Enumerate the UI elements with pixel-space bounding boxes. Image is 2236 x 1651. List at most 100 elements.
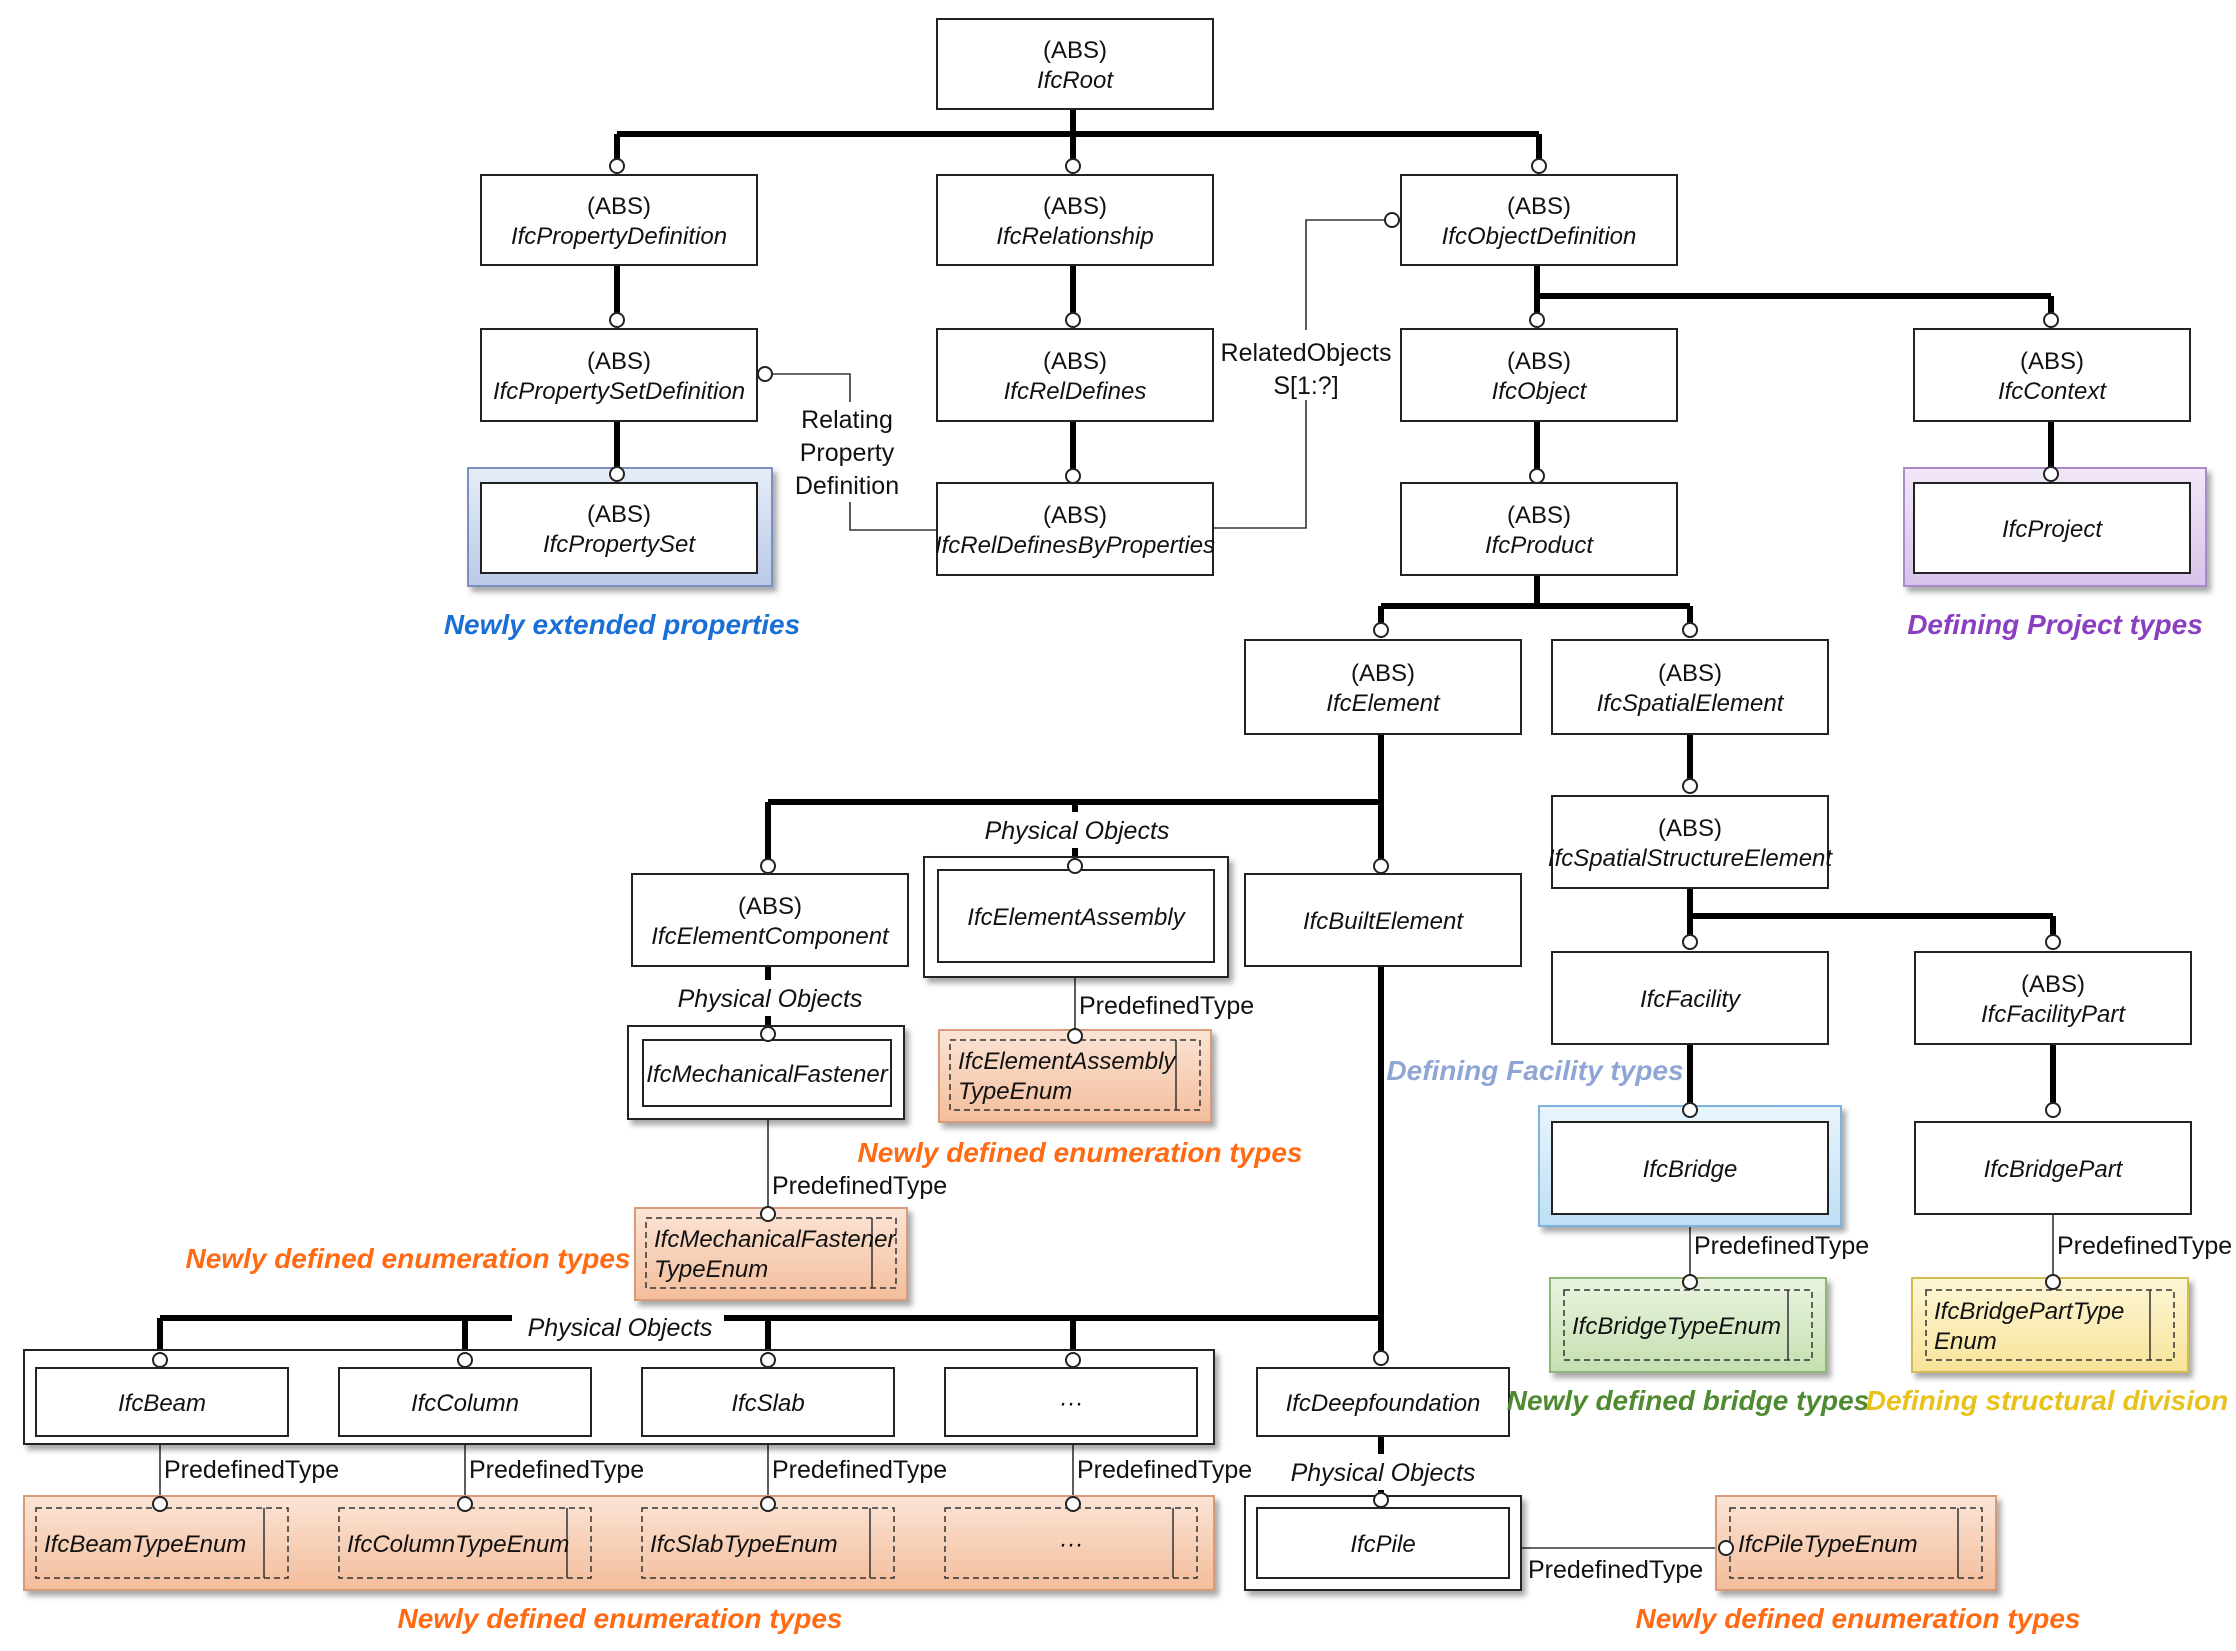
ifc-context-name: IfcContext — [1998, 378, 2107, 405]
ifc-relationship-abs-label: (ABS) — [1043, 193, 1107, 220]
connector-knob — [1529, 468, 1545, 484]
connector-knob — [1682, 622, 1698, 638]
ifc-bridge-part-name: IfcBridgePart — [1984, 1156, 2124, 1183]
physical-objects-label-foundation: Physical Objects — [1291, 1459, 1476, 1487]
predefined-type-slab: PredefinedType — [772, 1456, 947, 1484]
ifc-more-type-enums-name: ··· — [1059, 1531, 1083, 1558]
ifc-column-type-enum-box: IfcColumnTypeEnum — [338, 1507, 592, 1579]
ifc-bridge-name: IfcBridge — [1643, 1156, 1738, 1183]
note-enumeration-types-pile: Newly defined enumeration types — [1636, 1603, 2081, 1634]
ifc-property-set-definition-abs-label: (ABS) — [587, 348, 651, 375]
ifc-rel-defines-abs-label: (ABS) — [1043, 348, 1107, 375]
predefined-type-more: PredefinedType — [1077, 1456, 1252, 1484]
ifc-deep-foundation-name: IfcDeepfoundation — [1286, 1390, 1481, 1417]
connector-knob — [1682, 778, 1698, 794]
ifc-pile-type-enum-box: IfcPileTypeEnum — [1729, 1507, 1983, 1579]
ifc-facility-name: IfcFacility — [1640, 986, 1742, 1013]
predefined-type-assembly: PredefinedType — [1079, 992, 1254, 1020]
ifc-beam-name: IfcBeam — [118, 1390, 206, 1417]
ifc-project-name: IfcProject — [2002, 516, 2103, 543]
connector-knob — [609, 312, 625, 328]
relating-label-2: Property — [800, 439, 895, 467]
element-connector — [765, 734, 1384, 866]
connector-knob — [1067, 858, 1083, 874]
note-project-types: Defining Project types — [1907, 609, 2203, 640]
ifc-property-set-name: IfcPropertySet — [543, 531, 696, 558]
ifc-project-box: IfcProject — [1913, 482, 2191, 574]
note-structural-division: Defining structural division — [1866, 1385, 2228, 1416]
ifc-element-assembly-name: IfcElementAssembly — [967, 904, 1186, 931]
note-bridge-types: Newly defined bridge types — [1507, 1385, 1870, 1416]
ifc-context-abs-label: (ABS) — [2020, 348, 2084, 375]
connector-knob — [1067, 1028, 1083, 1044]
ifc-spatial-element-box: (ABS)IfcSpatialElement — [1551, 639, 1829, 735]
ifc-root-name: IfcRoot — [1037, 67, 1114, 94]
ifc-element-box: (ABS) IfcElement — [1244, 639, 1522, 735]
spatial-structure-connector — [1687, 888, 2056, 942]
connector-knob — [2043, 312, 2059, 328]
ifc-column-box: IfcColumn — [338, 1367, 592, 1437]
connector-knob — [1065, 312, 1081, 328]
ifc-product-box: (ABS)IfcProduct — [1400, 482, 1678, 576]
connector-knob — [152, 1352, 168, 1368]
physical-objects-label-component: Physical Objects — [678, 985, 863, 1013]
ifc-beam-box: IfcBeam — [35, 1367, 289, 1437]
ifc-spatial-structure-element-box: (ABS)IfcSpatialStructureElement — [1548, 795, 1833, 889]
connector-knob — [1065, 1496, 1081, 1512]
ifc-pile-name: IfcPile — [1350, 1531, 1415, 1558]
ifc-object-abs-label: (ABS) — [1507, 348, 1571, 375]
ifc-pile-type-enum-name: IfcPileTypeEnum — [1738, 1531, 1918, 1558]
ifc-spatial-structure-element-name: IfcSpatialStructureElement — [1548, 845, 1833, 872]
ifc-object-definition-name: IfcObjectDefinition — [1442, 223, 1637, 250]
ifc-relationship-box: (ABS)IfcRelationship — [936, 174, 1214, 266]
connector-knob — [2045, 934, 2061, 950]
ifc-property-definition-name: IfcPropertyDefinition — [511, 223, 727, 250]
ifc-pile-box: IfcPile — [1256, 1507, 1510, 1579]
ifc-object-name: IfcObject — [1492, 378, 1588, 405]
connector-knob — [1065, 1352, 1081, 1368]
ifc-product-abs-label: (ABS) — [1507, 502, 1571, 529]
connector-knob — [1373, 1350, 1389, 1366]
note-enumeration-types-elements: Newly defined enumeration types — [398, 1603, 843, 1634]
ifc-property-set-definition-box: (ABS) IfcPropertySetDefinition — [480, 328, 758, 422]
ifc-mechanical-fastener-name: IfcMechanicalFastener — [646, 1061, 888, 1088]
connector-knob — [1531, 158, 1547, 174]
predefined-type-fastener: PredefinedType — [772, 1172, 947, 1200]
predefined-type-column: PredefinedType — [469, 1456, 644, 1484]
ifc-element-abs-label: (ABS) — [1351, 660, 1415, 687]
ifc-object-definition-abs-label: (ABS) — [1507, 193, 1571, 220]
related-objects-cardinality: S[1:?] — [1273, 372, 1338, 400]
ifc-deep-foundation-box: IfcDeepfoundation — [1256, 1367, 1510, 1437]
ifc-element-name: IfcElement — [1326, 690, 1441, 717]
ifc-root-abs-label: (ABS) — [1043, 37, 1107, 64]
ifc-context-box: (ABS) IfcContext — [1913, 328, 2191, 422]
physical-objects-label-built: Physical Objects — [528, 1314, 713, 1342]
ifc-element-component-abs-label: (ABS) — [738, 893, 802, 920]
connector-knob — [1718, 1540, 1734, 1556]
inheritance-connectors — [157, 76, 2056, 1500]
ifc-bridge-type-enum-name: IfcBridgeTypeEnum — [1572, 1313, 1781, 1340]
ifc-built-element-name: IfcBuiltElement — [1303, 908, 1464, 935]
connector-knob — [1682, 1102, 1698, 1118]
ifc-bridge-type-enum-box: IfcBridgeTypeEnum — [1563, 1289, 1813, 1361]
ifc-property-set-definition-name: IfcPropertySetDefinition — [493, 378, 745, 405]
edge-labels: Relating Property Definition RelatedObje… — [164, 330, 2232, 1584]
ifc-mechanical-fastener-type-enum-name-line2: TypeEnum — [654, 1256, 768, 1283]
ifc-bridge-part-box: IfcBridgePart — [1914, 1121, 2192, 1215]
ifc-property-definition-abs-label: (ABS) — [587, 193, 651, 220]
ifc-element-assembly-type-enum-name: IfcElementAssembly — [958, 1048, 1177, 1075]
bridge-part-enum-frame — [1911, 1277, 2189, 1373]
connector-knob — [760, 1206, 776, 1222]
object-definition-connector — [1534, 264, 2054, 320]
facility-connector — [1687, 1044, 2056, 1110]
ifc-built-element-box: IfcBuiltElement — [1244, 873, 1522, 967]
bridge-enum-frame — [1549, 1277, 1827, 1373]
ifc-element-assembly-box: IfcElementAssembly — [937, 869, 1215, 963]
ifc-facility-part-box: (ABS)IfcFacilityPart — [1914, 951, 2192, 1045]
ifc-slab-name: IfcSlab — [731, 1390, 804, 1417]
ifc-rel-defines-by-properties-box: (ABS)IfcRelDefinesByProperties — [935, 482, 1215, 576]
ifc-root-box: (ABS) IfcRoot — [936, 18, 1214, 110]
ifc-facility-box: IfcFacility — [1551, 951, 1829, 1045]
